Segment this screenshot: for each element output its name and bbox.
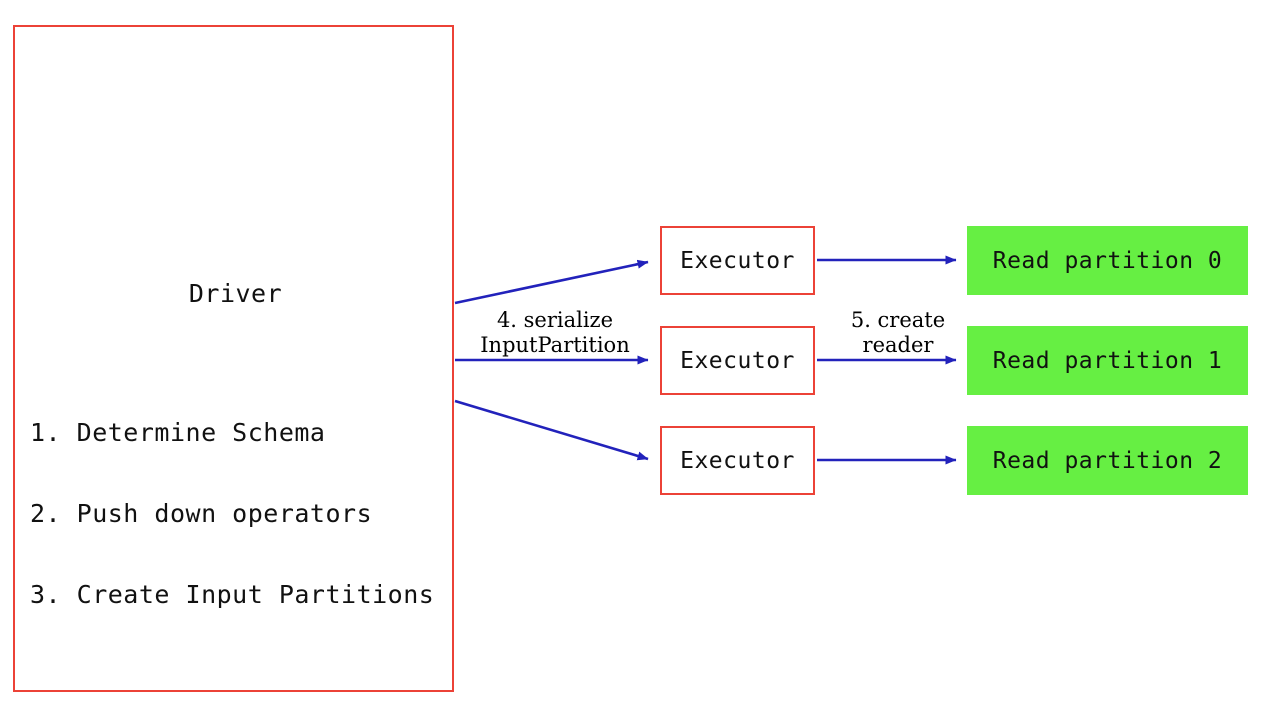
executor-box-2: Executor [660, 426, 815, 495]
read-partition-box-1: Read partition 1 [967, 326, 1248, 395]
edge-label-create-reader: 5. create reader [818, 308, 978, 358]
driver-step-3: 3. Create Input Partitions [30, 580, 435, 609]
arrow-driver-to-executor-0 [454, 259, 649, 305]
driver-step-2: 2. Push down operators [30, 499, 373, 528]
executor-box-1: Executor [660, 326, 815, 395]
driver-title: Driver [188, 279, 283, 308]
driver-step-1: 1. Determine Schema [30, 418, 326, 447]
edge-label-serialize-line-2: InputPartition [480, 333, 630, 357]
driver-steps-list: 1. Determine Schema 2. Push down operato… [30, 365, 434, 662]
edge-label-create-line-2: reader [862, 333, 934, 357]
read-partition-box-0: Read partition 0 [967, 226, 1248, 295]
arrow-driver-to-executor-2 [454, 399, 649, 461]
edge-label-create-line-1: 5. create [850, 308, 946, 332]
driver-box: Driver 1. Determine Schema 2. Push down … [13, 25, 454, 692]
executor-box-0: Executor [660, 226, 815, 295]
edge-label-serialize-line-1: 4. serialize [496, 308, 614, 332]
edge-label-serialize-input-partition: 4. serialize InputPartition [455, 308, 655, 358]
read-partition-box-2: Read partition 2 [967, 426, 1248, 495]
